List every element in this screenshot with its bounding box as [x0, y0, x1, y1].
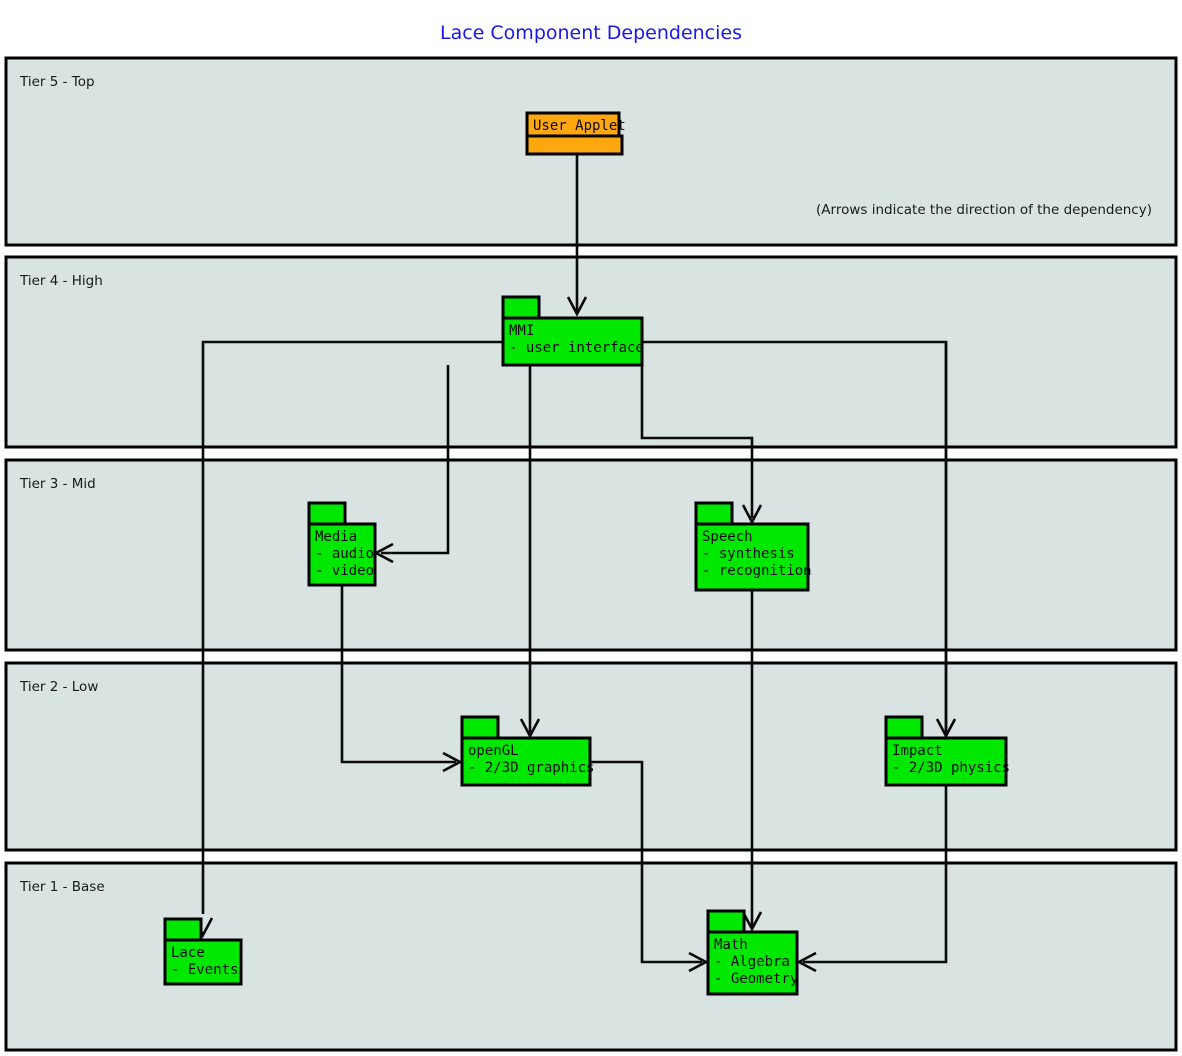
package-name: MMI	[509, 323, 534, 339]
package-tab	[307, 501, 347, 527]
package-tab	[501, 295, 541, 321]
tier-band-tier4: Tier 4 - High	[4, 255, 1178, 449]
dependency-arrowhead	[796, 951, 817, 973]
package-body	[694, 522, 810, 592]
dependency-line	[340, 585, 456, 764]
dependency-arrowhead	[566, 296, 588, 317]
package-body	[706, 930, 799, 996]
dependency-speech-to-math	[741, 590, 763, 932]
package-tab	[525, 111, 621, 139]
dependency-link-layer	[192, 154, 957, 973]
dependency-line	[640, 365, 754, 518]
package-member: - synthesis	[702, 546, 795, 562]
package-tab	[460, 715, 500, 741]
package-body	[163, 938, 243, 986]
package-name: openGL	[468, 743, 519, 759]
package-tab	[884, 715, 924, 741]
package-tab	[706, 909, 746, 935]
package-name: Media	[315, 529, 357, 545]
dependency-mmi-to-speech	[640, 365, 763, 525]
dependency-line	[201, 340, 503, 914]
dependency-arrowhead	[741, 504, 763, 525]
dependency-arrowhead	[442, 751, 463, 773]
dependency-arrowhead	[519, 718, 541, 739]
tier-label: Tier 4 - High	[19, 273, 103, 289]
package-member: - 2/3D graphics	[468, 760, 594, 776]
dependency-applet-to-mmi	[566, 154, 588, 317]
package-body	[525, 134, 624, 156]
package-name: User Applet	[533, 118, 626, 134]
tier-band-tier3: Tier 3 - Mid	[4, 458, 1178, 652]
package-body	[460, 736, 592, 787]
page-title: Lace Component Dependencies	[440, 22, 742, 44]
package-body	[307, 522, 377, 587]
package-mmi[interactable]: MMI- user interface	[501, 295, 644, 367]
package-member: - Events	[171, 962, 238, 978]
tier-label: Tier 3 - Mid	[19, 476, 96, 492]
package-member: - recognition	[702, 563, 812, 579]
package-member: - 2/3D physics	[892, 760, 1010, 776]
package-member: - audio	[315, 546, 374, 562]
package-impact[interactable]: Impact- 2/3D physics	[884, 715, 1010, 787]
dependency-media-to-opengl	[340, 585, 463, 773]
package-name: Math	[714, 937, 748, 953]
dependency-arrowhead	[688, 951, 709, 973]
arrow-direction-note: (Arrows indicate the direction of the de…	[816, 202, 1152, 218]
package-member: - Algebra	[714, 954, 790, 970]
package-tab	[163, 917, 203, 943]
package-opengl[interactable]: openGL- 2/3D graphics	[460, 715, 594, 787]
package-name: Impact	[892, 743, 943, 759]
package-tab	[694, 501, 734, 527]
tier-rect	[4, 255, 1178, 449]
package-body	[501, 316, 644, 367]
package-body	[884, 736, 1008, 787]
package-lace[interactable]: Lace- Events	[163, 917, 243, 986]
package-member: - Geometry	[714, 971, 798, 987]
dependency-opengl-to-math	[590, 760, 709, 973]
package-member: - video	[315, 563, 374, 579]
package-name: Speech	[702, 529, 753, 545]
tier-label: Tier 1 - Base	[19, 879, 105, 895]
dependency-mmi-to-impact	[935, 342, 957, 739]
dependency-line	[590, 760, 702, 964]
package-user-applet[interactable]: User Applet	[525, 111, 626, 156]
package-math[interactable]: Math- Algebra- Geometry	[706, 909, 799, 996]
package-member: - user interface	[509, 340, 644, 356]
dependency-mmi-to-opengl	[519, 365, 541, 739]
package-name: Lace	[171, 945, 205, 961]
package-media[interactable]: Media- audio- video	[307, 501, 377, 587]
package-speech[interactable]: Speech- synthesis- recognition	[694, 501, 812, 592]
tier-label: Tier 5 - Top	[19, 74, 95, 90]
dependency-arrowhead	[935, 718, 957, 739]
tier-rect	[4, 458, 1178, 652]
tier-label: Tier 2 - Low	[19, 679, 98, 695]
dependency-arrowhead	[741, 911, 763, 932]
dependency-line	[381, 365, 450, 555]
